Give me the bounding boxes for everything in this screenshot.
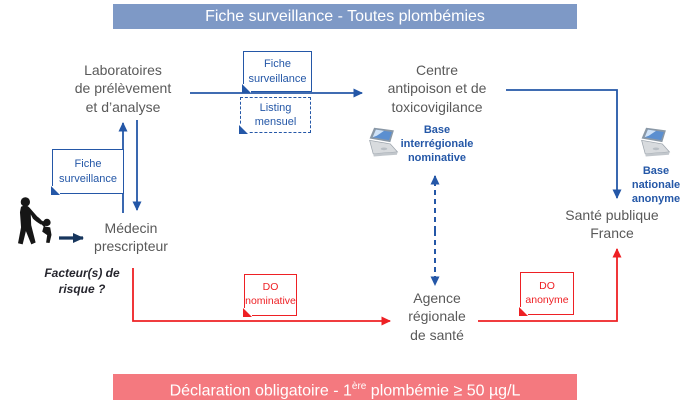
bottom-banner-text-prefix: Déclaration obligatoire - 1 (169, 382, 352, 400)
note-fiche-surveillance-left: Fiche surveillance (51, 149, 124, 195)
top-banner-title: Fiche surveillance - Toutes plombémies (205, 8, 485, 25)
label-facteur-de-risque: Facteur(s) de risque ? (44, 266, 120, 297)
arrow-centre-to-sante-publique (506, 89, 622, 199)
node-centre-antipoison: Centre antipoison et de toxicovigilance (387, 62, 487, 115)
node-medecin-prescripteur: Médecin prescripteur (94, 220, 168, 255)
note-do-nominative: DO nominative (243, 274, 297, 317)
label-base-nationale-anonyme: Base nationale anonyme (631, 165, 681, 206)
node-sante-publique-france: Santé publique France (565, 207, 659, 242)
note-text: Fiche surveillance (58, 158, 118, 185)
laptop-icon (369, 127, 399, 157)
laptop-icon (641, 127, 671, 157)
note-listing-mensuel: Listing mensuel (239, 97, 311, 134)
bottom-banner-text-suffix: plombémie ≥ 50 µg/L (366, 382, 521, 400)
bottom-banner: Déclaration obligatoire - 1ère plombémie… (113, 374, 577, 400)
parent-child-illustration-icon (18, 197, 52, 245)
note-text: DO anonyme (525, 279, 569, 306)
note-do-anonyme: DO anonyme (519, 272, 574, 316)
note-text: Listing mensuel (254, 101, 297, 128)
note-text: Fiche surveillance (248, 58, 307, 85)
bottom-banner-superscript: ère (351, 381, 367, 392)
node-agence-regionale-sante: Agence régionale de santé (408, 290, 466, 343)
node-laboratoires: Laboratoires de prélèvement et d’analyse (74, 62, 172, 115)
top-banner: Fiche surveillance - Toutes plombémies (113, 4, 577, 29)
note-text: DO nominative (245, 281, 296, 307)
note-fiche-surveillance-top: Fiche surveillance (242, 51, 312, 93)
label-base-interregionale-nominative: Base interrégionale nominative (400, 124, 474, 165)
